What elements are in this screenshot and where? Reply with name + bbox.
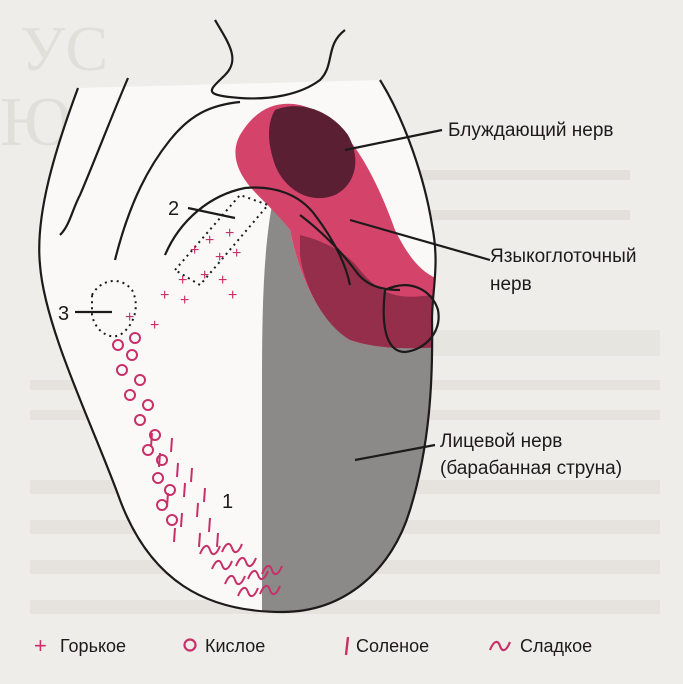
legend-bitter-label: Горькое [60, 636, 126, 656]
salty-mark [204, 488, 205, 502]
region-number-3: 3 [58, 303, 69, 325]
salty-mark [151, 433, 152, 447]
label-glossopharyngeal-2: нерв [490, 274, 532, 295]
sour-icon [185, 640, 196, 651]
salty-mark [217, 533, 218, 547]
bitter-mark: + [180, 292, 189, 309]
salty-mark [197, 503, 198, 517]
legend-salty: Соленое [346, 636, 429, 656]
label-facial-1: Лицевой нерв [440, 431, 562, 452]
salty-mark [181, 513, 182, 527]
svg-text:УС: УС [20, 13, 108, 84]
bitter-icon: + [34, 633, 47, 658]
salty-mark [167, 493, 168, 507]
legend: + Горькое Кислое Соленое Сладкое [34, 633, 592, 658]
bitter-mark: + [125, 309, 134, 326]
salty-mark [184, 483, 185, 497]
legend-sweet-label: Сладкое [520, 636, 592, 656]
salty-mark [199, 533, 200, 547]
bitter-mark: + [190, 242, 199, 259]
bitter-mark: + [215, 249, 224, 266]
bitter-mark: + [218, 272, 227, 289]
label-glossopharyngeal-1: Языкоглоточный [490, 246, 636, 267]
salty-mark [191, 468, 192, 482]
bitter-mark: + [205, 232, 214, 249]
salty-mark [159, 453, 160, 467]
salty-mark [209, 518, 210, 532]
legend-sweet: Сладкое [490, 636, 592, 656]
sweet-icon [490, 642, 510, 650]
bitter-mark: + [150, 317, 159, 334]
label-vagus: Блуждающий нерв [448, 120, 614, 141]
bitter-mark: + [178, 272, 187, 289]
bitter-mark: + [200, 267, 209, 284]
legend-sour: Кислое [185, 636, 266, 656]
bitter-mark: + [232, 245, 241, 262]
bitter-mark: + [160, 287, 169, 304]
legend-sour-label: Кислое [205, 636, 265, 656]
legend-bitter: + Горькое [34, 633, 126, 658]
bitter-mark: + [225, 225, 234, 242]
salty-mark [171, 438, 172, 452]
salty-mark [177, 463, 178, 477]
salty-icon [346, 637, 348, 655]
salty-mark [174, 528, 175, 542]
region-number-1: 1 [222, 491, 233, 513]
bitter-mark: + [228, 287, 237, 304]
label-facial-2: (барабанная струна) [440, 458, 622, 479]
region-number-2: 2 [168, 198, 179, 220]
legend-salty-label: Соленое [356, 636, 429, 656]
